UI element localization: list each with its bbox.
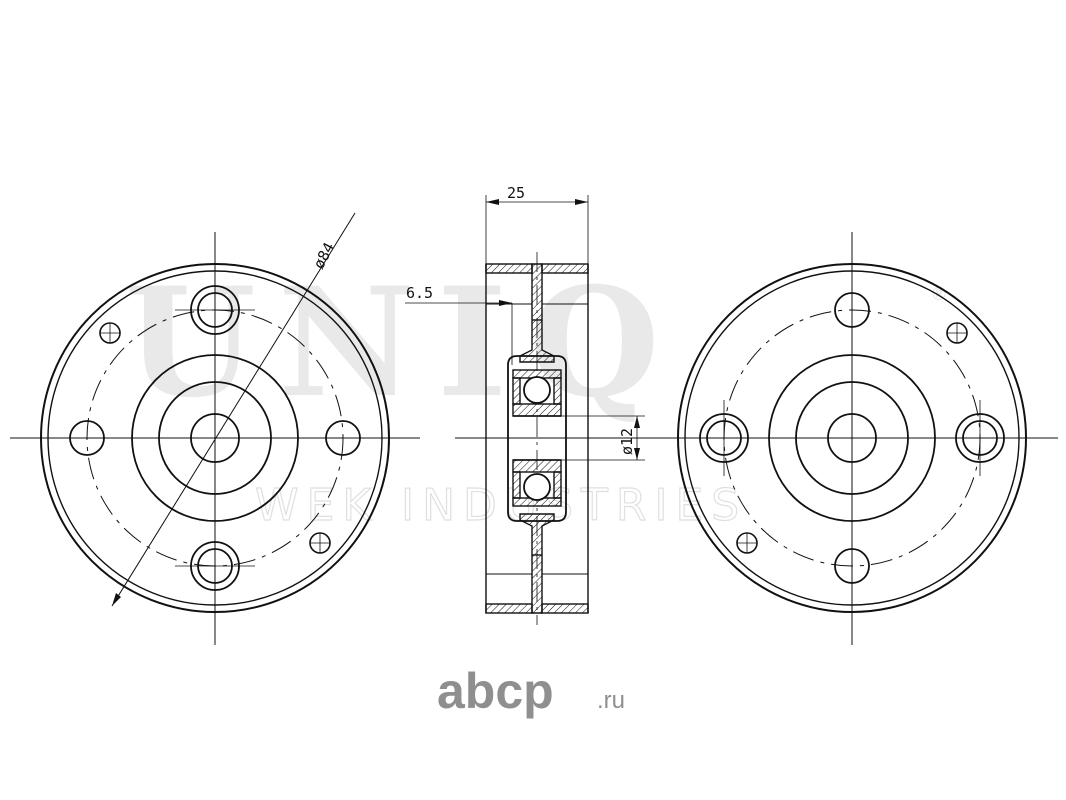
- logo-tld: .ru: [597, 687, 625, 714]
- watermark-brand: UNIQ: [125, 255, 682, 431]
- rim-bottom-left: [485, 603, 533, 614]
- rim-top-left: [485, 263, 533, 274]
- diameter-leader: [111, 212, 356, 607]
- right-bore: [827, 413, 877, 463]
- side-section-view: [405, 195, 655, 625]
- hub-housing: [507, 355, 567, 522]
- watermark-subtitle: WEK INDUSTRIES: [255, 480, 747, 531]
- left-outer-rim: [40, 263, 390, 613]
- web-lower: [519, 513, 555, 614]
- left-hole-right: [325, 420, 361, 456]
- dim-width: 25: [507, 184, 525, 202]
- right-face-view: [655, 232, 1058, 645]
- right-outer-rim: [677, 263, 1027, 613]
- watermark: UNIQ WEK INDUSTRIES ®: [125, 255, 948, 532]
- right-inner-rim: [684, 270, 1020, 606]
- left-face-view: [10, 212, 420, 645]
- bearing-ball-top: [523, 376, 551, 404]
- right-hub-outer: [768, 354, 936, 522]
- rim-top-right: [541, 263, 589, 274]
- dim-offset: 6.5: [406, 284, 433, 302]
- dim-bore: ø12: [618, 428, 636, 455]
- left-inner-rim: [47, 270, 383, 606]
- bearing-ball-bottom: [523, 473, 551, 501]
- site-logo: abcp .ru: [437, 663, 625, 719]
- left-hole-left: [69, 420, 105, 456]
- web-upper: [519, 263, 555, 363]
- rim-bottom-right: [541, 603, 589, 614]
- right-hole-top: [834, 292, 870, 328]
- left-hub-inner: [158, 381, 272, 495]
- left-hub-outer: [131, 354, 299, 522]
- right-hub-inner: [795, 381, 909, 495]
- right-hole-bottom: [834, 548, 870, 584]
- left-bore: [190, 413, 240, 463]
- logo-name: abcp: [437, 663, 554, 719]
